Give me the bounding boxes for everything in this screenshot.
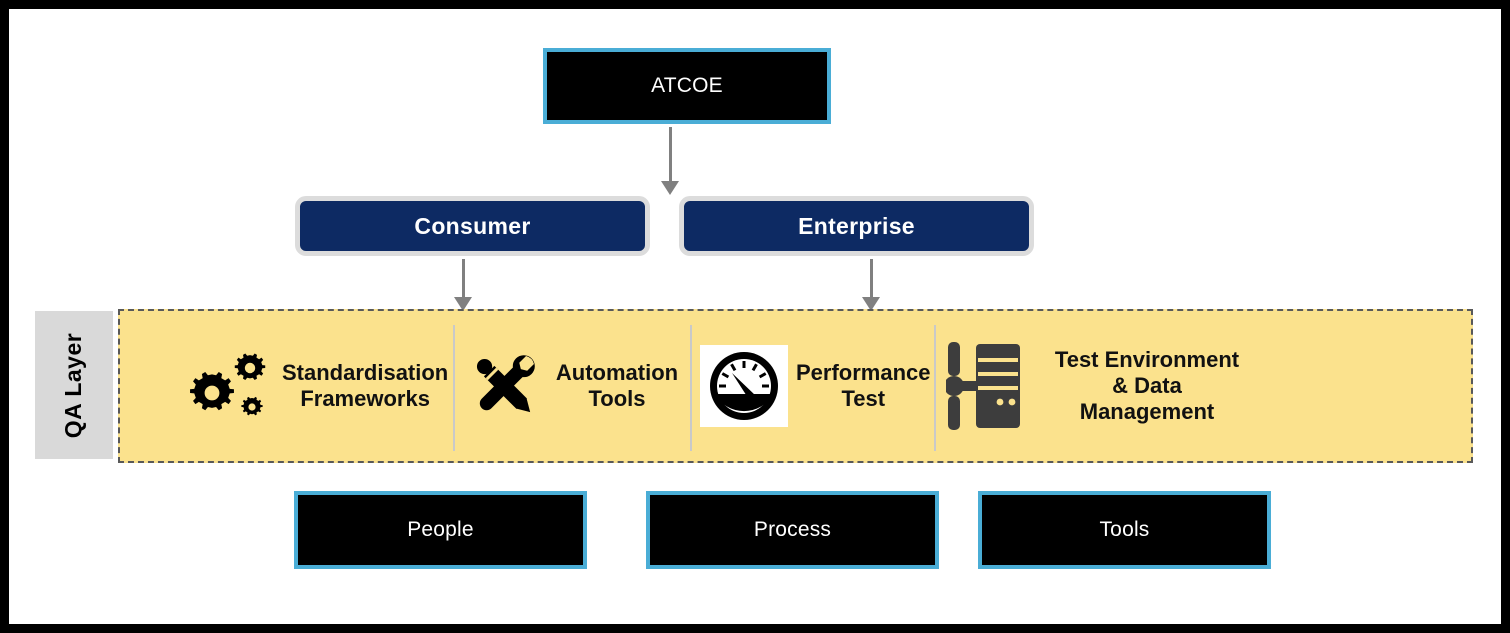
tools-box[interactable]: Tools [978, 491, 1271, 569]
qa-item-label-line2: Frameworks [300, 386, 430, 411]
arrow-shaft [869, 259, 873, 297]
qa-item-label-line2: Test [841, 386, 886, 411]
qa-item-label-line3: Management [1079, 398, 1215, 424]
qa-item-label-line2: Tools [588, 386, 646, 411]
enterprise-label: Enterprise [798, 212, 915, 239]
qa-item-label: Test Environment & Data Management [1024, 347, 1266, 425]
arrow-head [862, 297, 880, 311]
qa-item-label: Standardisation Frameworks [274, 360, 452, 412]
consumer-box[interactable]: Consumer [295, 196, 650, 256]
qa-item-standardisation-frameworks[interactable]: Standardisation Frameworks [182, 311, 450, 461]
qa-layer-label-panel: QA Layer [35, 311, 113, 459]
enterprise-box[interactable]: Enterprise [679, 196, 1034, 256]
qa-item-label-line1: Test Environment [1054, 347, 1240, 373]
consumer-label: Consumer [414, 212, 531, 239]
qa-item-label-line2: & Data [1112, 373, 1182, 399]
qa-layer-panel: Standardisation Frameworks [118, 309, 1473, 463]
people-box[interactable]: People [294, 491, 587, 569]
wrench-pencil-icon [465, 345, 543, 427]
qa-layer-label: QA Layer [60, 332, 87, 438]
arrow-shaft [461, 259, 465, 297]
qa-item-test-environment-data-management[interactable]: Test Environment & Data Management [946, 311, 1266, 461]
atcoe-label: ATCOE [651, 74, 723, 97]
qa-divider [690, 325, 692, 451]
tools-label: Tools [1099, 518, 1150, 541]
process-label: Process [753, 518, 832, 541]
diagram-stage: ATCOE Consumer Enterprise QA Layer [9, 9, 1501, 624]
arrow-shaft [668, 127, 672, 181]
arrow-head [454, 297, 472, 311]
server-icon [946, 336, 1024, 436]
qa-item-label-line1: Automation [555, 360, 679, 386]
arrow-enterprise-to-qa [861, 259, 881, 311]
qa-item-label-line1: Performance [796, 360, 931, 386]
qa-item-label: Performance Test [788, 360, 935, 412]
gears-icon [182, 344, 274, 428]
qa-item-label-line1: Standardisation [282, 360, 449, 386]
qa-item-automation-tools[interactable]: Automation Tools [465, 311, 687, 461]
qa-divider [453, 325, 455, 451]
qa-item-performance-test[interactable]: Performance Test [700, 311, 931, 461]
qa-item-label: Automation Tools [543, 360, 687, 412]
arrow-head [661, 181, 679, 195]
arrow-consumer-to-qa [453, 259, 473, 311]
arrow-atcoe-to-branches [660, 127, 680, 195]
qa-divider [934, 325, 936, 451]
process-box[interactable]: Process [646, 491, 939, 569]
people-label: People [407, 518, 474, 541]
gauge-icon [700, 345, 788, 427]
atcoe-box[interactable]: ATCOE [543, 48, 831, 124]
